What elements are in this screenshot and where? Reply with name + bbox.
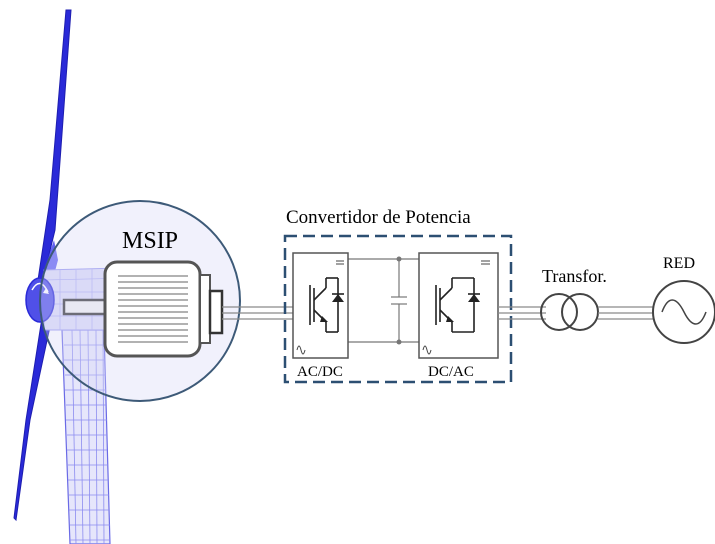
generator-output-shaft bbox=[208, 289, 224, 335]
rectifier-diode-icon bbox=[332, 294, 344, 302]
transformer-primary-coil bbox=[540, 293, 578, 331]
inverter-module bbox=[418, 252, 499, 359]
converter-title: Convertidor de Potencia bbox=[286, 207, 471, 228]
grid-source bbox=[652, 280, 715, 344]
ac-sine-icon bbox=[661, 299, 707, 325]
connection-inverter-transformer bbox=[498, 306, 546, 320]
connection-generator-rectifier bbox=[222, 306, 293, 320]
generator-end-cap bbox=[199, 274, 211, 344]
inverter-diode-icon bbox=[468, 294, 480, 302]
generator-label: MSIP bbox=[122, 228, 178, 254]
transformer bbox=[540, 293, 599, 331]
grid-label: RED bbox=[663, 255, 695, 272]
rectifier-label: AC/DC bbox=[297, 364, 343, 380]
dc-node-bottom bbox=[396, 339, 402, 345]
connection-transformer-grid bbox=[598, 306, 653, 320]
dc-link bbox=[348, 258, 419, 343]
generator-msip bbox=[103, 260, 224, 358]
transformer-secondary-coil bbox=[561, 293, 599, 331]
turbine-tower bbox=[61, 329, 111, 544]
dc-node-top bbox=[396, 256, 402, 262]
rectifier-module bbox=[292, 252, 349, 359]
inverter-label: DC/AC bbox=[428, 364, 474, 380]
converter-dashed-border bbox=[283, 234, 513, 384]
transformer-label: Transfor. bbox=[542, 266, 607, 286]
power-converter: Convertidor de Potencia AC/DC DC/AC bbox=[283, 207, 513, 384]
